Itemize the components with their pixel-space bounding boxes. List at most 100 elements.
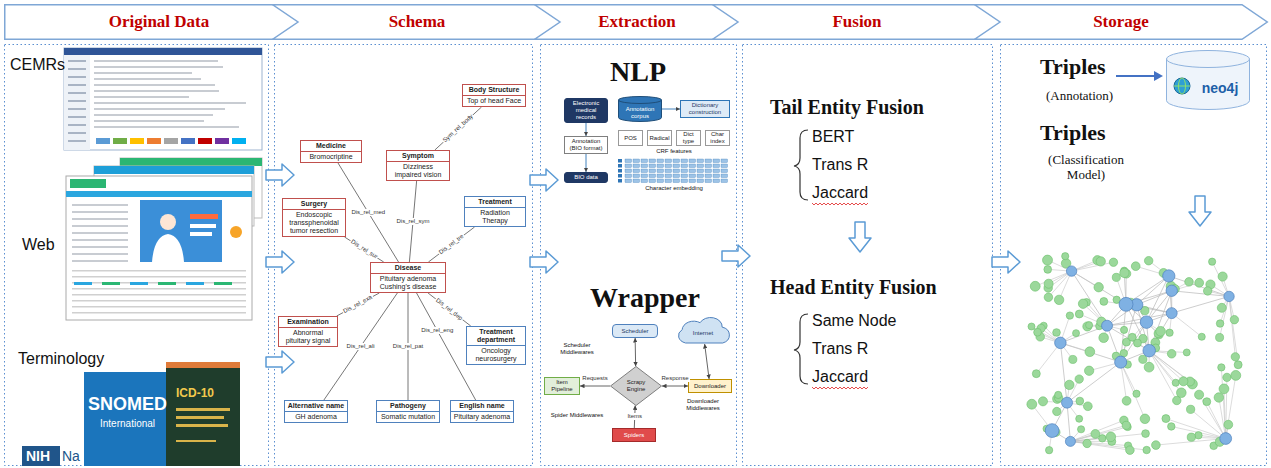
- chevron-shape-part: [975, 5, 1268, 40]
- knowledge-graph-picture-part: [1070, 425, 1126, 441]
- knowledge-graph-picture-part: [1144, 256, 1152, 264]
- web-screenshot-part: [190, 224, 216, 228]
- knowledge-graph-picture-part: [1055, 391, 1062, 398]
- terminology-books-part: [22, 446, 60, 466]
- knowledge-graph-picture-part: [1044, 279, 1053, 288]
- box-text: Scheduler: [621, 328, 648, 335]
- illustration-label: Character embedding: [618, 185, 730, 192]
- nlp-illustration-part: [649, 179, 656, 183]
- knowledge-graph-picture-part: [1143, 446, 1150, 453]
- nlp-illustration-part: [681, 179, 688, 183]
- entity-box: Body StructureTop of head Face: [462, 84, 526, 107]
- nlp-illustration-part: [697, 169, 704, 173]
- knowledge-graph-picture-part: [1070, 441, 1130, 450]
- nlp-illustration-part: [713, 169, 720, 173]
- box-text: Item Pipeline: [547, 379, 577, 393]
- method-item: Jaccard: [812, 368, 868, 386]
- knowledge-graph-picture-part: [1149, 351, 1183, 382]
- nlp-illustration-part: [681, 164, 688, 168]
- web-screenshot-part: [94, 166, 254, 174]
- edge-label: Dis_rel_pat: [392, 343, 424, 350]
- stage-band: Original Data: [4, 4, 300, 40]
- entity-example: Oncology neurosurgery: [467, 345, 525, 364]
- screenshot-lines-part: [214, 282, 232, 285]
- entity-example: Abnormal pituitary signal: [279, 327, 337, 346]
- edge-label: Items: [626, 413, 643, 420]
- screenshot-lines-part: [72, 312, 246, 314]
- database-cylinder-outline-part: [619, 97, 662, 104]
- entity-type: Body Structure: [463, 85, 525, 95]
- knowledge-graph-picture-part: [1053, 407, 1061, 415]
- neo4j-database-outline-part: [1174, 78, 1190, 94]
- entity-type: Medicine: [301, 141, 361, 151]
- nlp-illustration-part: [657, 174, 664, 178]
- screenshot-lines-part: [72, 270, 246, 272]
- cemr-screenshot-part: [64, 48, 262, 150]
- nlp-illustration-part: [689, 164, 696, 168]
- nlp-illustration-part: [618, 159, 622, 163]
- knowledge-graph-picture-part: [1152, 441, 1161, 450]
- nlp-illustration-part: [625, 179, 632, 183]
- flow-arrow-part: [530, 169, 558, 191]
- stage-band: Storage: [974, 4, 1268, 40]
- column-panel-part: [5, 45, 269, 466]
- nlp-illustration-part: [633, 159, 640, 163]
- entity-box: ExaminationAbnormal pituitary signal: [278, 316, 338, 347]
- knowledge-graph-picture-part: [1075, 375, 1083, 383]
- knowledge-graph-picture-part: [1065, 436, 1075, 446]
- screenshot-lines-part: [96, 138, 110, 144]
- nlp-illustration-part: [641, 164, 648, 168]
- entity-example: Somatic mutation: [377, 411, 439, 422]
- nlp-illustration-part: [673, 179, 680, 183]
- knowledge-graph-picture-part: [1062, 397, 1073, 408]
- engine-diamond-outline-part: [611, 367, 662, 406]
- nlp-illustration-part: [721, 174, 728, 178]
- knowledge-graph-picture-part: [1171, 426, 1225, 438]
- screenshot-lines-part: [68, 108, 86, 110]
- screenshot-lines: [72, 204, 246, 314]
- connector: [428, 227, 474, 262]
- edge-label: Dis_rel_dep: [434, 296, 465, 322]
- screenshot-lines-part: [72, 300, 246, 302]
- neo4j-database-outline-part: [1167, 51, 1250, 68]
- chevron-shape-part: [535, 5, 740, 40]
- nlp-illustration-part: [649, 169, 656, 173]
- storage-arrow: [1116, 71, 1163, 81]
- nlp-illustration-part: [673, 169, 680, 173]
- edge-label: Dis_rel_exa: [342, 293, 375, 315]
- screenshot-lines-part: [68, 116, 86, 118]
- screenshot-lines-part: [94, 102, 246, 104]
- bracket-part: [794, 314, 808, 384]
- nlp-illustration-part: [633, 164, 640, 168]
- nlp-illustration-part: [625, 164, 632, 168]
- feature-box: POS: [618, 130, 643, 146]
- nlp-illustration-part: [721, 164, 728, 168]
- cemr-screenshot-part: [64, 48, 262, 55]
- knowledge-graph-picture-part: [1032, 370, 1040, 378]
- screenshot-lines-part: [72, 232, 128, 234]
- web-screenshot-part: [230, 226, 242, 238]
- nlp-illustration-part: [649, 164, 656, 168]
- knowledge-graph-picture-part: [1131, 262, 1140, 271]
- nlp-illustration: [618, 159, 728, 183]
- method-item: Trans R: [812, 340, 868, 358]
- knowledge-graph-picture-part: [1143, 344, 1156, 357]
- logo-text: SNOMED: [88, 394, 167, 415]
- nlp-illustration-part: [633, 169, 640, 173]
- flow-arrow-part: [530, 251, 558, 273]
- screenshot-lines-part: [158, 282, 176, 285]
- terminology-books-part: [176, 416, 224, 419]
- screenshot-lines-part: [94, 72, 192, 74]
- web-screenshot-part: [160, 214, 176, 230]
- screenshot-lines-part: [94, 90, 219, 92]
- entity-example: Dizziness impaired vision: [387, 161, 449, 180]
- screenshot-lines-part: [232, 138, 246, 144]
- knowledge-graph-picture-part: [1075, 310, 1083, 318]
- storage-heading: Triples: [1040, 54, 1106, 79]
- entity-box: SurgeryEndoscopic transsphenoidal tumor …: [282, 198, 346, 237]
- knowledge-graph-picture-part: [1109, 258, 1117, 266]
- connector: [635, 338, 637, 366]
- band-title: Fusion: [712, 4, 1002, 40]
- entity-type: Symptom: [387, 151, 449, 161]
